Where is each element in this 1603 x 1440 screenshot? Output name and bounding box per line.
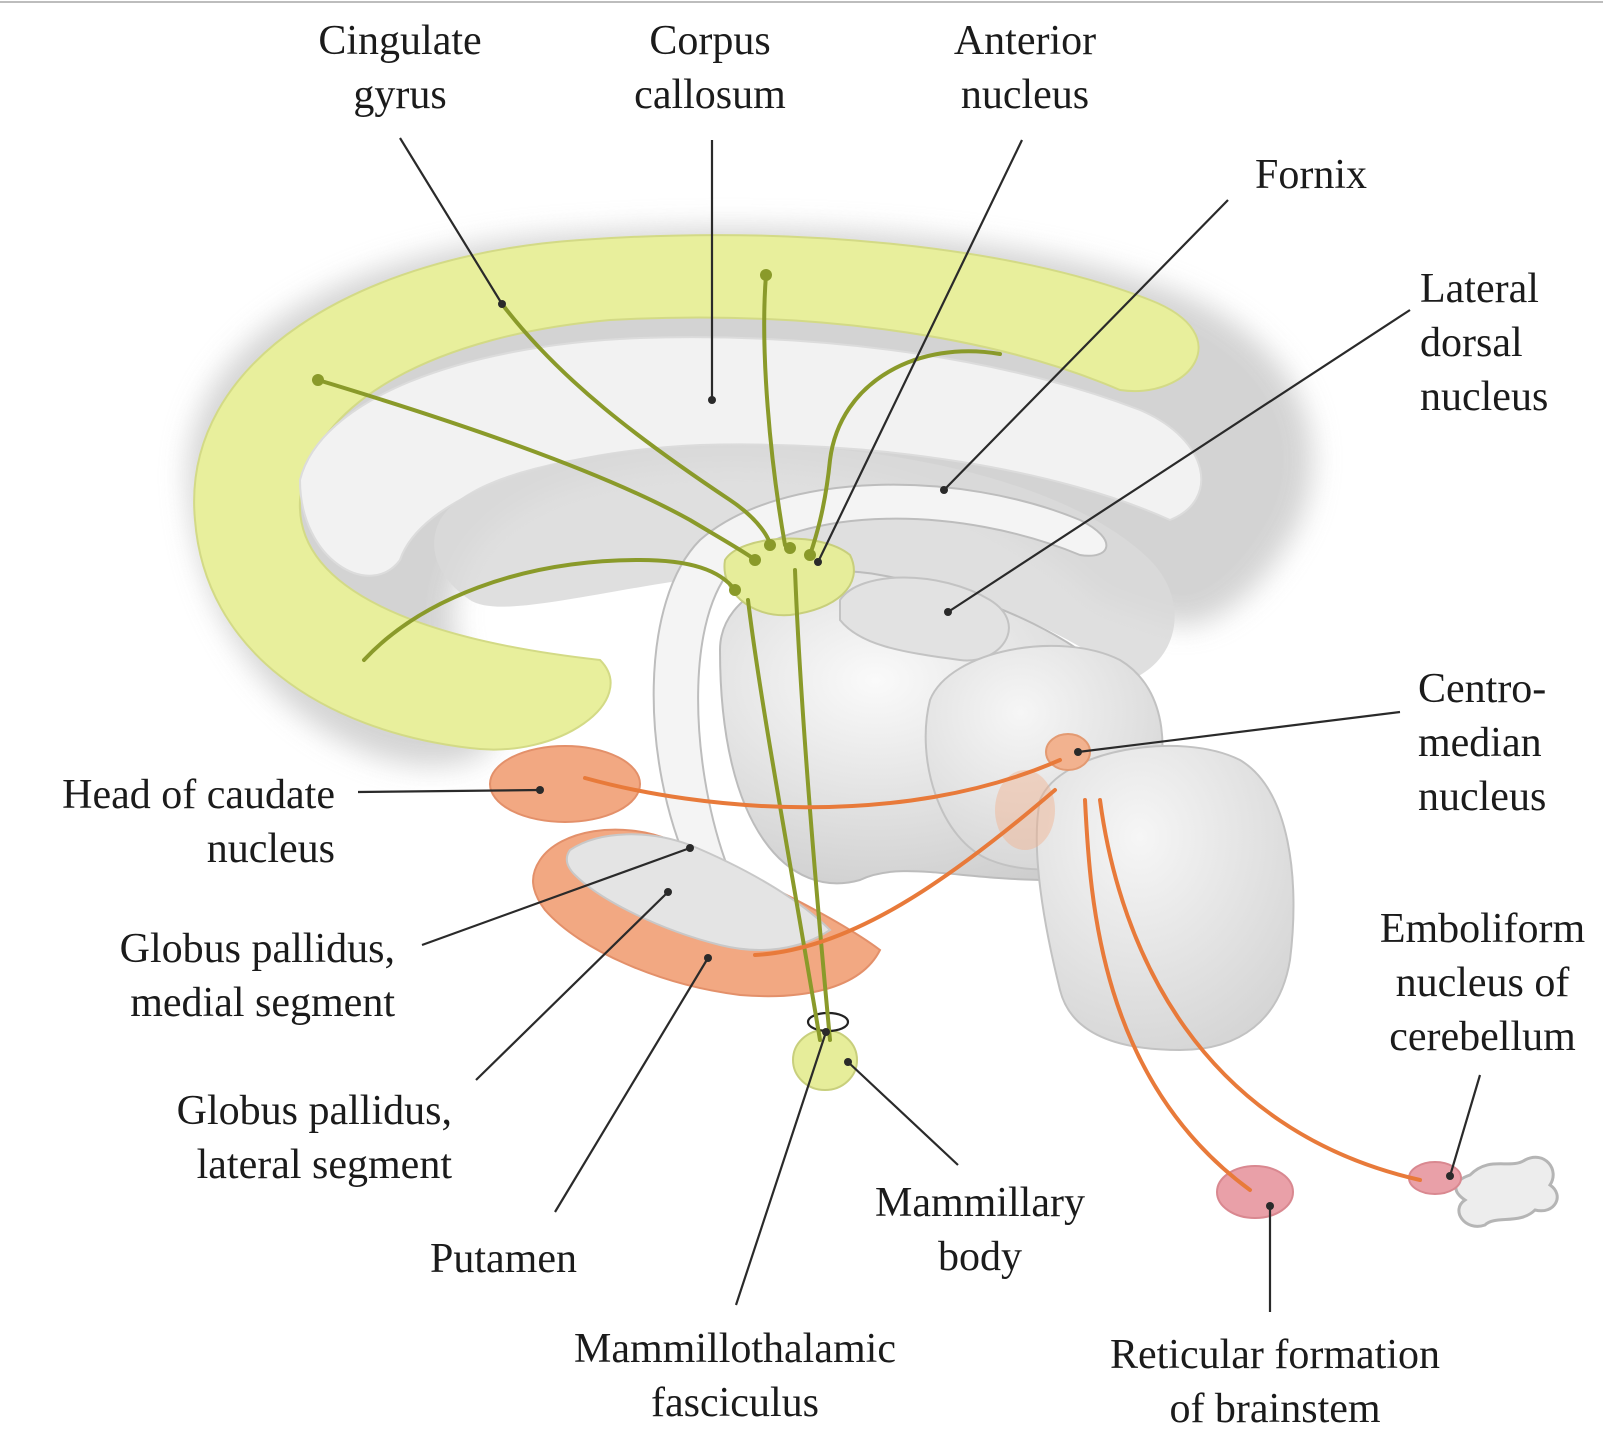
label-emboliform-nucleus: Emboliform nucleus of cerebellum [1370,902,1595,1064]
label-lateral-dorsal-nucleus: Lateral dorsal nucleus [1420,262,1548,424]
label-corpus-callosum: Corpus callosum [595,14,825,122]
brainstem-block-shape [1037,746,1294,1050]
label-mammillary-body: Mammillary body [860,1176,1100,1284]
label-head-of-caudate-nucleus: Head of caudate nucleus [10,768,335,876]
label-putamen: Putamen [430,1232,577,1286]
label-reticular-formation: Reticular formation of brainstem [1080,1328,1470,1436]
label-fornix: Fornix [1255,148,1367,202]
label-centromedian-nucleus: Centro- median nucleus [1418,662,1546,824]
head-of-caudate-shape [490,746,640,822]
cerebellar-squiggle [1456,1157,1557,1226]
label-mammillothalamic-fasciculus: Mammillothalamic fasciculus [545,1322,925,1430]
label-globus-pallidus-lateral: Globus pallidus, lateral segment [100,1084,452,1192]
label-cingulate-gyrus: Cingulate gyrus [280,14,520,122]
label-globus-pallidus-medial: Globus pallidus, medial segment [40,922,395,1030]
label-anterior-nucleus: Anterior nucleus [915,14,1135,122]
